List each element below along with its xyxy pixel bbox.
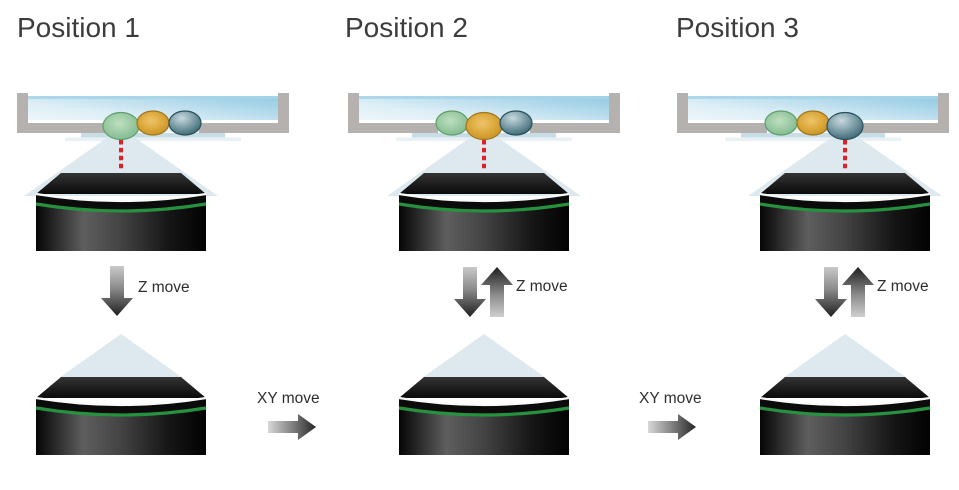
cell-green-target [102,111,140,141]
cell-teal [168,110,202,136]
objective-lens-lower-2 [397,375,571,457]
column-position-1: Position 1 Z move [17,12,289,457]
cell-green [764,110,798,136]
position-1-title: Position 1 [17,12,140,43]
column-position-3: Position 3 Z move [676,12,949,457]
cell-orange [796,110,830,136]
column-position-2: Position 2 Z move [345,12,620,457]
objective-lens-upper-2 [397,171,571,253]
light-cone-lower-3 [783,334,907,378]
cell-orange-target [465,111,503,141]
z-move-down-arrow-2 [454,267,486,317]
light-cone-lower-2 [422,334,546,378]
objective-lens-upper-1 [34,171,208,253]
position-3-title: Position 3 [676,12,799,43]
objective-lens-lower-1 [34,375,208,457]
position-2-title: Position 2 [345,12,468,43]
xy-move-arrow-2 [648,414,696,440]
light-cone-lower-1 [59,334,183,378]
z-move-label-1: Z move [138,279,190,296]
objective-lens-lower-3 [758,375,932,457]
z-move-up-arrow-3 [842,267,874,317]
z-move-down-arrow-1 [101,266,133,316]
xy-move-label-1: XY move [257,390,320,407]
cell-teal-target [826,111,864,141]
xy-move-2: XY move [639,390,702,440]
z-move-label-3: Z move [877,278,929,295]
z-move-up-arrow-2 [481,267,513,317]
objective-lens-upper-3 [758,171,932,253]
xy-move-1: XY move [257,390,320,440]
xy-move-arrow-1 [268,414,316,440]
xy-move-label-2: XY move [639,390,702,407]
cell-orange [136,110,170,136]
cell-green [435,110,469,136]
z-move-down-arrow-3 [815,267,847,317]
z-move-label-2: Z move [516,278,568,295]
cell-teal [499,110,533,136]
